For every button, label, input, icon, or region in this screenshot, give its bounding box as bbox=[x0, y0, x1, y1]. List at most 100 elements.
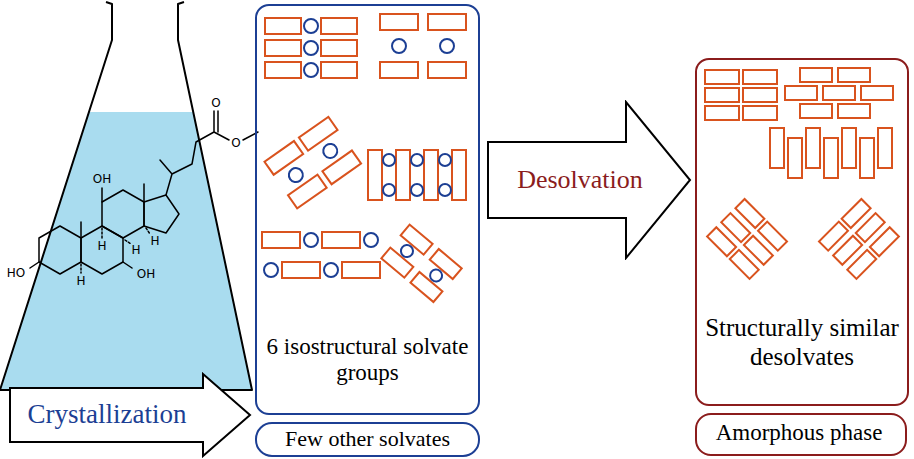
host-molecule bbox=[824, 138, 838, 178]
host-molecule bbox=[410, 272, 442, 302]
host-molecule bbox=[428, 62, 466, 78]
host-molecule bbox=[265, 40, 301, 56]
flask-outline bbox=[0, 2, 252, 390]
host-molecule bbox=[707, 227, 736, 256]
molecule-group bbox=[785, 68, 893, 118]
molecule-group bbox=[380, 14, 466, 78]
molecule-group bbox=[262, 232, 380, 278]
solvent-molecule bbox=[364, 233, 378, 247]
solvent-molecule bbox=[440, 39, 454, 53]
node-text: Amorphous phase bbox=[716, 420, 883, 446]
host-molecule bbox=[380, 62, 418, 78]
solvent-molecule bbox=[411, 184, 423, 196]
host-molecule bbox=[428, 14, 466, 30]
solvent-molecule bbox=[383, 184, 395, 196]
host-molecule bbox=[321, 62, 357, 78]
host-molecule bbox=[730, 250, 759, 279]
host-molecule bbox=[878, 128, 892, 168]
flask bbox=[0, 2, 252, 390]
ring-d bbox=[144, 195, 179, 233]
solvent-molecule bbox=[304, 41, 318, 55]
atom-label: H bbox=[149, 235, 160, 247]
desolvate-box: Structurally similar desolvates bbox=[695, 58, 909, 406]
solvent-molecule bbox=[439, 154, 451, 166]
host-molecule bbox=[705, 106, 739, 120]
bonds bbox=[30, 184, 144, 268]
other-solvates-box: Few other solvates bbox=[255, 422, 480, 457]
host-molecule bbox=[262, 232, 300, 248]
side-chain bbox=[160, 111, 258, 195]
text-area: 6 isostructural solvate groups bbox=[265, 312, 470, 408]
host-molecule bbox=[424, 150, 438, 200]
text-area: Amorphous phase bbox=[699, 415, 899, 452]
host-molecule bbox=[321, 40, 357, 56]
solvent-molecule bbox=[304, 233, 318, 247]
host-molecule bbox=[430, 249, 462, 279]
host-molecule bbox=[860, 138, 874, 178]
node-text: Crystallization bbox=[28, 399, 187, 430]
atom-label: O bbox=[210, 97, 221, 109]
solvent-molecule bbox=[439, 184, 451, 196]
molecule-group bbox=[707, 199, 787, 279]
host-molecule bbox=[842, 128, 856, 168]
host-molecule bbox=[380, 14, 418, 30]
host-molecule bbox=[321, 18, 357, 34]
host-molecule bbox=[800, 68, 832, 82]
molecule-group bbox=[381, 225, 461, 302]
host-molecule bbox=[823, 86, 855, 100]
host-molecule bbox=[368, 150, 382, 200]
host-molecule bbox=[838, 68, 870, 82]
solvent-molecule bbox=[286, 165, 305, 184]
host-molecule bbox=[265, 18, 301, 34]
host-molecule bbox=[265, 62, 301, 78]
host-molecule bbox=[299, 117, 338, 151]
atom-label: H bbox=[75, 275, 86, 287]
molecule-group bbox=[705, 70, 777, 120]
solvent-molecule bbox=[411, 154, 423, 166]
atom-label: OH bbox=[92, 173, 112, 185]
desolvation-arrow: Desolvation bbox=[486, 100, 692, 260]
crystallization-arrow: Crystallization bbox=[8, 372, 254, 458]
amorphous-box: Amorphous phase bbox=[695, 413, 907, 456]
block-arrow bbox=[488, 102, 690, 258]
text-area: Crystallization bbox=[12, 388, 202, 442]
molecule-group bbox=[265, 18, 357, 78]
molecule-group bbox=[264, 117, 361, 208]
atom-label: OH bbox=[136, 268, 156, 280]
solvent-molecule bbox=[321, 141, 340, 160]
node-text: Few other solvates bbox=[285, 426, 450, 451]
host-molecule bbox=[288, 175, 327, 209]
solvent-molecule bbox=[304, 63, 318, 77]
host-molecule bbox=[838, 104, 870, 118]
block-arrow bbox=[10, 374, 250, 456]
liquid bbox=[0, 112, 252, 390]
molecule-group bbox=[368, 150, 466, 200]
atom-label: HO bbox=[6, 267, 26, 279]
host-molecule bbox=[770, 128, 784, 168]
solvent-molecule bbox=[399, 243, 416, 260]
solvent-molecule bbox=[428, 267, 445, 284]
host-molecule bbox=[322, 150, 361, 184]
host-molecule bbox=[743, 106, 777, 120]
hashed-bonds bbox=[81, 228, 150, 273]
ring-a bbox=[39, 226, 81, 274]
host-molecule bbox=[396, 150, 410, 200]
host-molecule bbox=[401, 225, 433, 255]
host-molecule bbox=[705, 88, 739, 102]
host-molecule bbox=[342, 262, 380, 278]
host-molecule bbox=[743, 70, 777, 84]
atom-label: H bbox=[130, 244, 141, 256]
solvent-molecule bbox=[383, 154, 395, 166]
solvent-molecule bbox=[304, 19, 318, 33]
solvent-molecule bbox=[264, 263, 278, 277]
host-molecule bbox=[800, 104, 832, 118]
solvate-box: 6 isostructural solvate groups bbox=[255, 4, 480, 415]
node-text: Desolvation bbox=[517, 165, 643, 195]
text-area: Desolvation bbox=[490, 142, 670, 218]
host-molecule bbox=[743, 88, 777, 102]
host-molecule bbox=[705, 70, 739, 84]
solvent-molecule bbox=[392, 39, 406, 53]
host-molecule bbox=[452, 150, 466, 200]
molecule bbox=[30, 111, 258, 274]
